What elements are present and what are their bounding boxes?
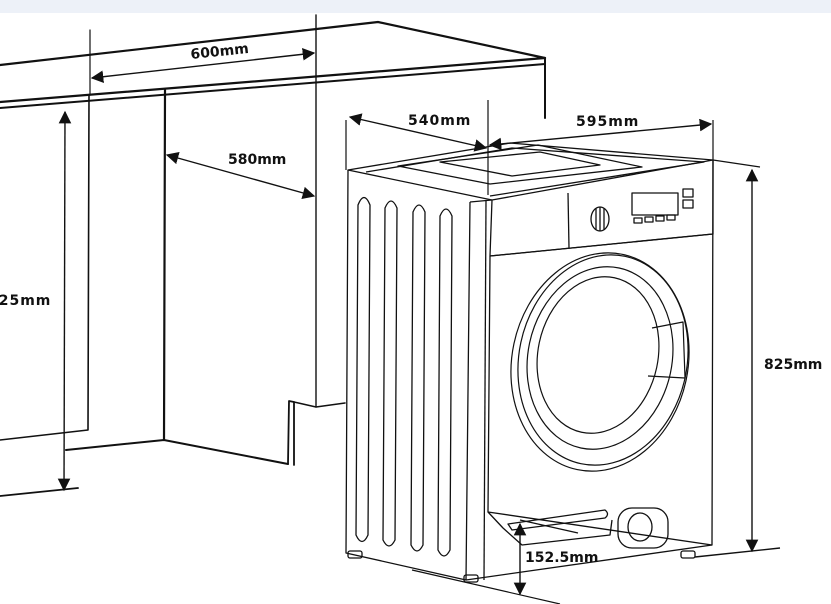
display-panel	[631, 192, 679, 216]
feet	[347, 550, 696, 583]
dim-arrow-cabinet-height	[57, 110, 72, 492]
washing-machine	[345, 100, 781, 604]
dim-arrow-machine-width	[488, 118, 713, 151]
dim-arrow-machine-depth	[348, 113, 488, 152]
label-kickplate-height: 152.5mm	[525, 550, 598, 566]
door	[510, 252, 690, 472]
label-cabinet-width: 600mm	[190, 41, 250, 63]
dim-arrow-cabinet-width	[90, 48, 316, 83]
cabinet-dimensions	[57, 48, 316, 492]
cabinet	[0, 14, 547, 497]
label-machine-depth: 540mm	[408, 113, 471, 129]
machine-dimensions	[348, 113, 759, 596]
filter-cover	[617, 507, 669, 549]
dim-arrow-cabinet-depth	[165, 151, 316, 200]
label-cabinet-height: 825mm	[0, 293, 51, 309]
side-vents	[355, 196, 453, 557]
label-machine-height: 825mm	[764, 357, 822, 373]
label-machine-width: 595mm	[576, 114, 639, 130]
top-strip	[0, 0, 831, 13]
label-cabinet-depth: 580mm	[228, 152, 286, 168]
